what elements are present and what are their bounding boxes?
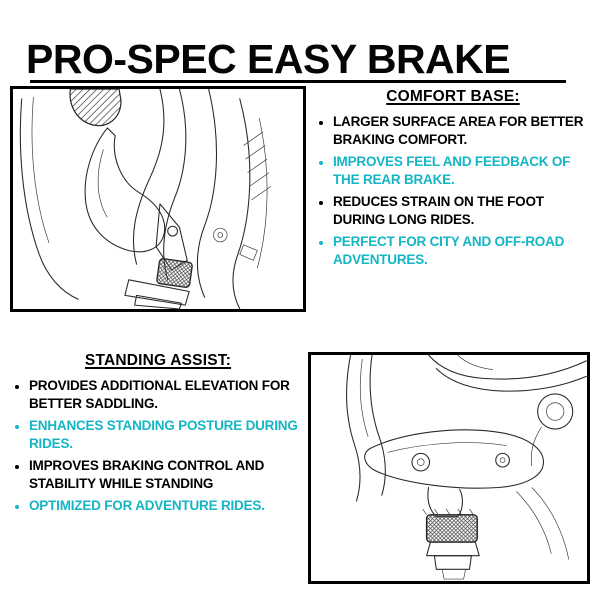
bullet-item: PERFECT FOR CITY AND OFF-ROAD ADVENTURES… [333,233,590,268]
bullet-item: LARGER SURFACE AREA FOR BETTER BRAKING C… [333,113,590,148]
comfort-base-section: COMFORT BASE: LARGER SURFACE AREA FOR BE… [316,88,590,273]
bullet-item: ENHANCES STANDING POSTURE DURING RIDES. [29,417,304,452]
bullet-item: IMPROVES FEEL AND FEEDBACK OF THE REAR B… [333,153,590,188]
comfort-base-heading: COMFORT BASE: [386,88,520,105]
standing-assist-section: STANDING ASSIST: PROVIDES ADDITIONAL ELE… [12,352,304,520]
brake-pedal-side-view-image [10,86,306,312]
page-title: PRO-SPEC EASY BRAKE [26,36,511,82]
brake-pedal-side-view-illustration [19,89,272,309]
bullet-item: REDUCES STRAIN ON THE FOOT DURING LONG R… [333,193,590,228]
brake-pedal-closeup-image [308,352,590,584]
bullet-item: PROVIDES ADDITIONAL ELEVATION FOR BETTER… [29,377,304,412]
brake-pedal-closeup-illustration [346,355,587,580]
standing-assist-heading: STANDING ASSIST: [84,352,232,369]
comfort-base-bullet-list: LARGER SURFACE AREA FOR BETTER BRAKING C… [316,113,590,268]
title-underline [30,80,566,83]
bullet-item: IMPROVES BRAKING CONTROL AND STABILITY W… [29,457,304,492]
bullet-item: OPTIMIZED FOR ADVENTURE RIDES. [29,497,304,515]
standing-assist-bullet-list: PROVIDES ADDITIONAL ELEVATION FOR BETTER… [12,377,304,515]
